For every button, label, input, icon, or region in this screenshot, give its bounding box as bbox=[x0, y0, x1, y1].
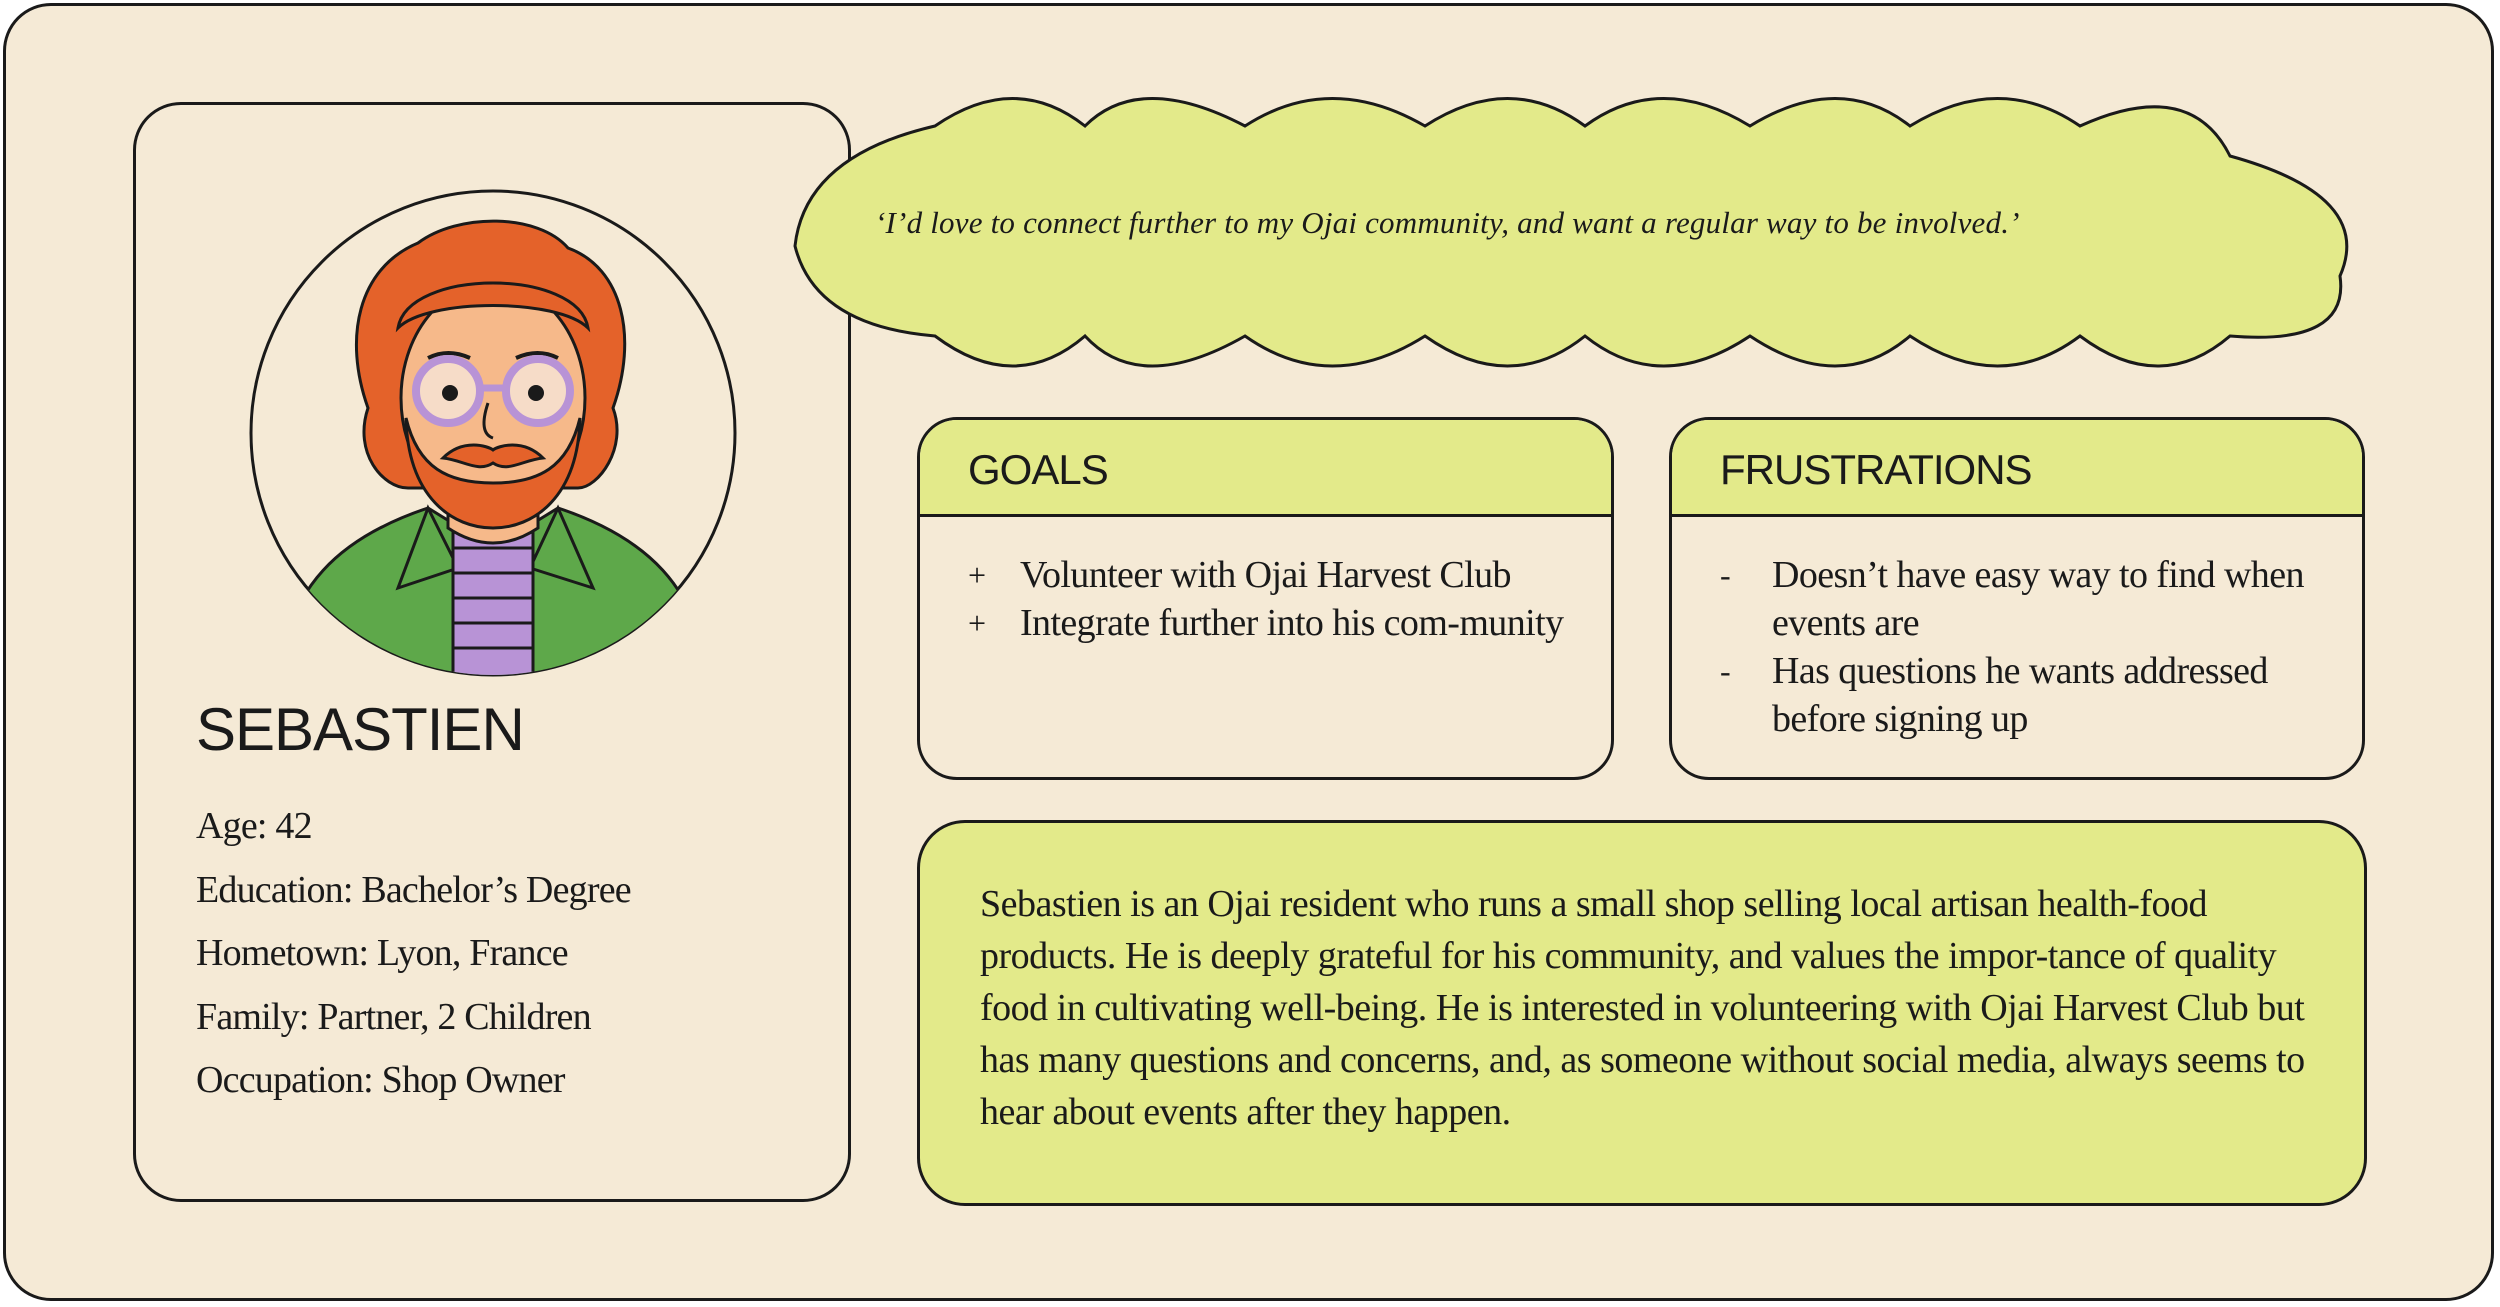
fact-family: Family: Partner, 2 Children bbox=[196, 995, 592, 1038]
summary-text: Sebastien is an Ojai resident who runs a… bbox=[980, 883, 2305, 1133]
frustrations-card: FRUSTRATIONS - Doesn’t have easy way to … bbox=[1669, 417, 2365, 780]
summary-card: Sebastien is an Ojai resident who runs a… bbox=[917, 820, 2367, 1206]
quote-bubble-icon bbox=[790, 96, 2370, 386]
list-item: - Has questions he wants addressed befor… bbox=[1720, 647, 2362, 743]
list-item: + Volunteer with Ojai Harvest Club bbox=[968, 551, 1611, 599]
goals-list: + Volunteer with Ojai Harvest Club + Int… bbox=[920, 517, 1611, 647]
dash-icon: - bbox=[1720, 557, 1731, 593]
plus-icon: + bbox=[968, 605, 986, 641]
persona-quote: ‘I’d love to connect further to my Ojai … bbox=[875, 205, 2020, 240]
list-item: - Doesn’t have easy way to find when eve… bbox=[1720, 551, 2362, 647]
frustrations-title: FRUSTRATIONS bbox=[1672, 420, 2362, 517]
persona-facts: Age: 42 Education: Bachelor’s Degree Hom… bbox=[196, 795, 632, 1113]
list-item: + Integrate further into his com-munity bbox=[968, 599, 1611, 647]
goals-card: GOALS + Volunteer with Ojai Harvest Club… bbox=[917, 417, 1614, 780]
goals-title: GOALS bbox=[920, 420, 1611, 517]
plus-icon: + bbox=[968, 557, 986, 593]
fact-age: Age: 42 bbox=[196, 805, 313, 847]
dash-icon: - bbox=[1720, 653, 1731, 689]
persona-name: SEBASTIEN bbox=[196, 696, 525, 763]
avatar-illustration bbox=[248, 188, 738, 678]
fact-hometown: Hometown: Lyon, France bbox=[196, 932, 569, 974]
fact-education: Education: Bachelor’s Degree bbox=[196, 868, 632, 911]
fact-occupation: Occupation: Shop Owner bbox=[196, 1059, 565, 1101]
frustrations-list: - Doesn’t have easy way to find when eve… bbox=[1672, 517, 2362, 743]
